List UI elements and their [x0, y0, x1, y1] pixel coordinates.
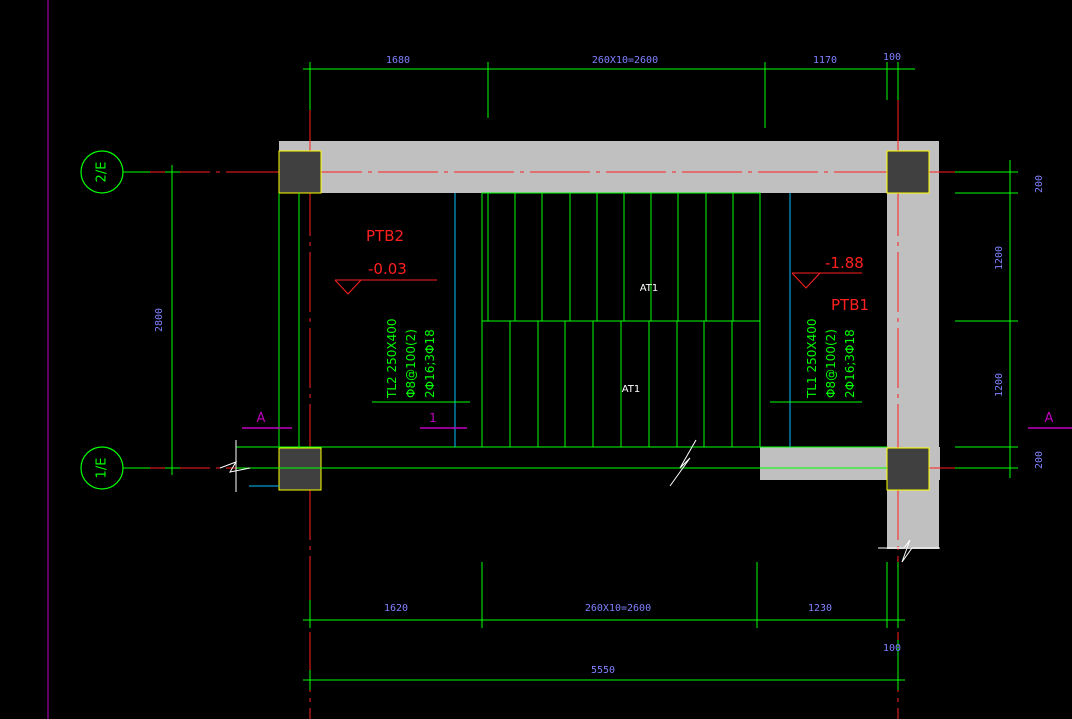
column-bottom-left: [278, 447, 322, 491]
section-label-left: A: [257, 411, 266, 426]
axis-bubble-2e: 2/E: [80, 150, 150, 194]
dimension-texts: 1680 260X10=2600 1170 100 1620 260X10=26…: [154, 52, 1045, 676]
dim-right-4: 200: [1034, 451, 1045, 469]
dimension-lines: [165, 62, 1018, 690]
dim-top-3: 1170: [813, 55, 837, 66]
walls: [279, 141, 940, 549]
elevation-symbols: [334, 272, 862, 295]
beam-labels: TL2 250X400 Φ8@100(2) 2Φ16;3Φ18 TL1 250X…: [385, 319, 857, 400]
tl1-line-1: TL1 250X400: [805, 319, 819, 400]
section-mark-left: A: [242, 411, 292, 429]
dim-bottom-2: 260X10=2600: [585, 603, 651, 614]
stair-treads: [509, 193, 734, 447]
section-mark-right: A: [1028, 411, 1072, 429]
tl1-line-2: Φ8@100(2): [824, 329, 838, 398]
at1-upper-label: AT1: [640, 283, 659, 294]
elev-right-triangle: [791, 272, 821, 289]
section-label-right: A: [1045, 411, 1054, 426]
column-bottom-right: [886, 447, 930, 491]
at1-lower-label: AT1: [622, 384, 641, 395]
elevation-left: -0.03: [368, 260, 407, 278]
column-top-right: [886, 150, 930, 194]
upper-flight-outline: [481, 192, 761, 322]
break-mark-bottom-right: [878, 539, 940, 563]
tl2-line-1: TL2 250X400: [385, 319, 399, 400]
at1-labels: AT1 AT1: [622, 283, 659, 395]
red-labels: PTB2 -0.03 -1.88 PTB1: [366, 227, 869, 314]
elevation-right: -1.88: [825, 254, 864, 272]
section-mark-1: 1: [420, 411, 467, 429]
axis-label-2e: 2/E: [95, 162, 110, 183]
dim-bottom-4: 100: [883, 643, 901, 654]
dim-bottom-1: 1620: [384, 603, 408, 614]
ptb1-label: PTB1: [831, 296, 869, 314]
tl2-line-3: 2Φ16;3Φ18: [423, 329, 437, 398]
axis-label-1e: 1/E: [95, 458, 110, 479]
dim-bottom-3: 1230: [808, 603, 832, 614]
column-top-left: [278, 150, 322, 194]
dim-top-2: 260X10=2600: [592, 55, 658, 66]
dim-right-3: 1200: [994, 373, 1005, 397]
dim-top-1: 1680: [386, 55, 410, 66]
break-mark-center: [669, 439, 697, 487]
dim-left-vertical: 2800: [154, 308, 165, 332]
break-mark-left: [219, 461, 251, 473]
dim-right-2: 1200: [994, 246, 1005, 270]
stair-outlines: [236, 192, 887, 469]
columns: [278, 150, 930, 491]
tl2-line-2: Φ8@100(2): [404, 329, 418, 398]
ptb2-label: PTB2: [366, 227, 404, 245]
dim-right-1: 200: [1034, 175, 1045, 193]
section-label-1: 1: [429, 411, 437, 425]
break-marks: [219, 439, 940, 563]
top-wall: [279, 141, 939, 193]
axis-bubble-1e: 1/E: [80, 446, 150, 490]
elev-left-triangle: [334, 279, 362, 295]
beam-edges: [249, 193, 791, 487]
tl1-line-3: 2Φ16;3Φ18: [843, 329, 857, 398]
dim-overall: 5550: [591, 665, 615, 676]
dim-top-4: 100: [883, 52, 901, 63]
